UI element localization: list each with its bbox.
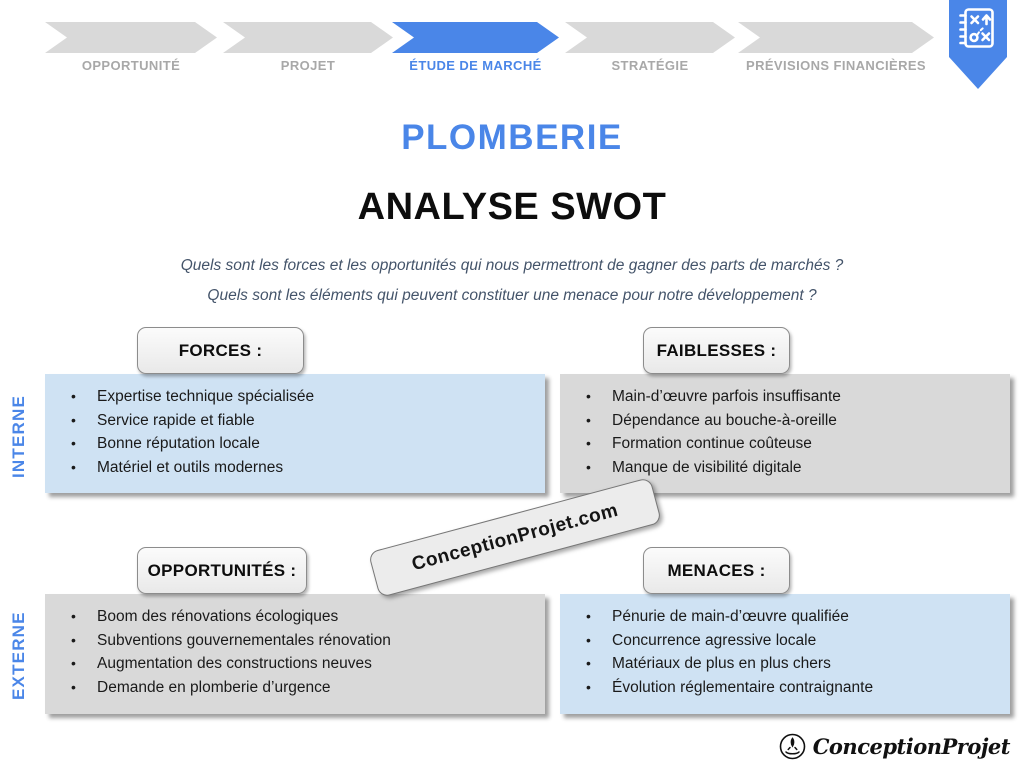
list-item: •Bonne réputation locale xyxy=(71,432,539,456)
list-item: •Formation continue coûteuse xyxy=(586,432,1004,456)
bullet-icon: • xyxy=(71,388,76,404)
bullet-icon: • xyxy=(586,631,591,648)
faiblesses-box: •Main-d’œuvre parfois insuffisante •Dépe… xyxy=(560,374,1010,493)
bullet-icon: • xyxy=(586,608,591,624)
list-item: •Demande en plomberie d’urgence xyxy=(71,676,539,700)
intro-question-1: Quels sont les forces et les opportunité… xyxy=(180,257,844,274)
forces-title: FORCES : xyxy=(178,340,263,360)
list-item: •Matériel et outils modernes xyxy=(71,456,539,480)
list-item: •Augmentation des constructions neuves xyxy=(71,652,539,676)
faiblesses-title-pill: FAIBLESSES : xyxy=(643,327,790,374)
bullet-icon: • xyxy=(71,678,76,695)
hand-rocket-logo-icon xyxy=(779,733,806,760)
step-chevron-previsions[interactable] xyxy=(738,22,934,53)
intro-question-2: Quels sont les éléments qui peuvent cons… xyxy=(207,287,817,304)
step-label-projet[interactable]: PROJET xyxy=(280,58,336,73)
list-item: •Manque de visibilité digitale xyxy=(586,456,1004,480)
opportunites-title-pill: OPPORTUNITÉS : xyxy=(137,547,307,594)
menaces-box: •Pénurie de main-d’œuvre qualifiée •Conc… xyxy=(560,594,1010,714)
step-label-etude-de-marche[interactable]: ÉTUDE DE MARCHÉ xyxy=(409,58,542,73)
list-item: •Service rapide et fiable xyxy=(71,409,539,433)
watermark-text: ConceptionProjet.com xyxy=(409,499,621,575)
forces-list: •Expertise technique spécialisée •Servic… xyxy=(45,374,545,479)
step-chevron-opportunite[interactable] xyxy=(45,22,217,53)
list-item: •Matériaux de plus en plus chers xyxy=(586,652,1004,676)
list-item: •Subventions gouvernementales rénovation xyxy=(71,629,539,653)
list-item: •Concurrence agressive locale xyxy=(586,629,1004,653)
step-label-previsions[interactable]: PRÉVISIONS FINANCIÈRES xyxy=(746,58,926,73)
strategy-tactics-icon xyxy=(949,0,1007,89)
list-item: •Dépendance au bouche-à-oreille xyxy=(586,409,1004,433)
bullet-icon: • xyxy=(586,435,591,451)
forces-box: •Expertise technique spécialisée •Servic… xyxy=(45,374,545,493)
step-chevron-etude-de-marche[interactable] xyxy=(392,22,559,53)
axis-label-interne: INTERNE xyxy=(9,394,28,478)
footer-brand-text: ConceptionProjet xyxy=(812,734,1011,759)
watermark-ribbon: ConceptionProjet.com xyxy=(367,477,663,598)
list-item: •Boom des rénovations écologiques xyxy=(71,605,539,629)
opportunites-title: OPPORTUNITÉS : xyxy=(147,560,297,580)
bullet-icon: • xyxy=(586,678,591,695)
step-chevron-projet[interactable] xyxy=(223,22,393,53)
axis-label-externe: EXTERNE xyxy=(9,611,28,701)
bullet-icon: • xyxy=(586,655,591,671)
menaces-title: MENACES : xyxy=(667,560,766,580)
opportunites-box: •Boom des rénovations écologiques •Subve… xyxy=(45,594,545,714)
page-title: PLOMBERIE xyxy=(401,118,623,157)
menaces-list: •Pénurie de main-d’œuvre qualifiée •Conc… xyxy=(560,594,1010,699)
bullet-icon: • xyxy=(586,458,591,475)
forces-title-pill: FORCES : xyxy=(137,327,304,374)
bullet-icon: • xyxy=(71,631,76,648)
opportunites-list: •Boom des rénovations écologiques •Subve… xyxy=(45,594,545,699)
bullet-icon: • xyxy=(71,435,76,451)
step-label-strategie[interactable]: STRATÉGIE xyxy=(611,58,689,73)
strategy-pennant-badge xyxy=(949,0,1007,92)
list-item: •Pénurie de main-d’œuvre qualifiée xyxy=(586,605,1004,629)
bullet-icon: • xyxy=(71,655,76,671)
bullet-icon: • xyxy=(586,411,591,428)
bullet-icon: • xyxy=(71,458,76,475)
step-label-opportunite[interactable]: OPPORTUNITÉ xyxy=(81,58,181,73)
bullet-icon: • xyxy=(71,411,76,428)
list-item: •Évolution réglementaire contraignante xyxy=(586,676,1004,700)
list-item: •Expertise technique spécialisée xyxy=(71,385,539,409)
page-subtitle: ANALYSE SWOT xyxy=(357,186,667,228)
bullet-icon: • xyxy=(586,388,591,404)
faiblesses-list: •Main-d’œuvre parfois insuffisante •Dépe… xyxy=(560,374,1010,479)
bullet-icon: • xyxy=(71,608,76,624)
menaces-title-pill: MENACES : xyxy=(643,547,790,594)
step-chevron-strategie[interactable] xyxy=(565,22,735,53)
footer-brand: ConceptionProjet xyxy=(779,733,1011,760)
faiblesses-title: FAIBLESSES : xyxy=(656,340,777,360)
list-item: •Main-d’œuvre parfois insuffisante xyxy=(586,385,1004,409)
